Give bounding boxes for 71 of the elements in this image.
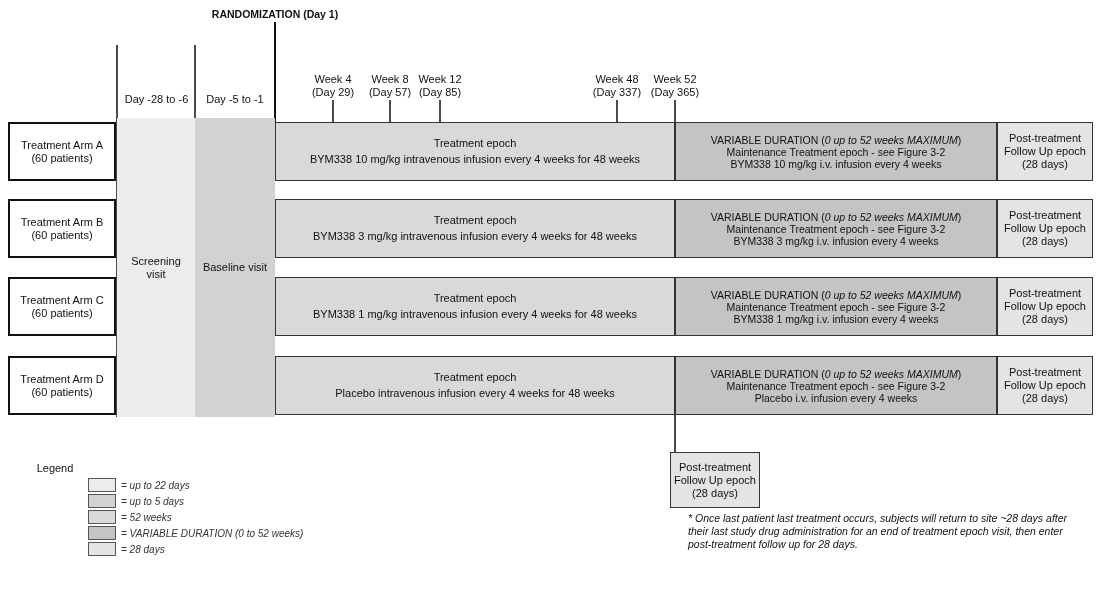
arm-box (8, 122, 116, 181)
epoch-heading: Treatment epoch (433, 214, 517, 227)
epoch-heading: VARIABLE DURATION (0 up to 52 weeks MAXIMUM) (710, 367, 962, 380)
epoch-box (275, 356, 675, 415)
epoch-box (675, 277, 997, 336)
period-label: Day -5 to -1 (205, 93, 265, 106)
legend-text: = up to 22 days (121, 479, 190, 492)
arm-box (8, 277, 116, 336)
week-label: Week 52 (Day 365) (649, 73, 701, 99)
box-text: Maintenance Treatment epoch - see Figure 3-2 (726, 379, 946, 392)
box-text: Treatment Arm B (60 patients) (19, 215, 105, 242)
epoch-heading: Treatment epoch (433, 371, 517, 384)
connector-line (616, 99, 618, 123)
box-text: Treatment Arm A (60 patients) (19, 138, 105, 165)
box-text: Placebo intravenous infusion every 4 weeks for 48 weeks (335, 387, 615, 400)
connector-line (332, 99, 334, 123)
epoch-heading: Treatment epoch (433, 137, 517, 150)
box-text: BYM338 3 mg/kg i.v. infusion every 4 weeks (733, 234, 939, 247)
epoch-box (675, 356, 997, 415)
timeline-heading: RANDOMIZATION (Day 1) (211, 7, 339, 21)
box-text: Treatment Arm C (60 patients) (19, 293, 105, 320)
box-text: Post-treatment Follow Up epoch (28 days) (1003, 287, 1087, 326)
connector-line (439, 99, 441, 123)
box-text: BYM338 10 mg/kg intravenous infusion every 4 weeks for 48 weeks (309, 153, 641, 166)
legend-text: = VARIABLE DURATION (0 to 52 weeks) (121, 527, 304, 540)
box-text: Post-treatment Follow Up epoch (28 days) (673, 460, 757, 500)
week-label: Week 8 (Day 57) (367, 73, 413, 99)
epoch-box (275, 122, 675, 181)
box-text: BYM338 1 mg/kg i.v. infusion every 4 weeks (733, 312, 939, 325)
box-text: Maintenance Treatment epoch - see Figure 3-2 (726, 145, 946, 158)
box-text: Treatment Arm D (60 patients) (19, 372, 105, 399)
epoch-box (275, 199, 675, 258)
legend-text: = 52 weeks (121, 511, 172, 524)
box-text: Post-treatment Follow Up epoch (28 days) (1003, 132, 1087, 171)
screening-band (117, 118, 195, 417)
legend-text: = up to 5 days (121, 495, 185, 508)
epoch-box (675, 122, 997, 181)
epoch-heading: VARIABLE DURATION (0 up to 52 weeks MAXIMUM) (710, 133, 962, 146)
period-label: Day -28 to -6 (123, 93, 190, 106)
epoch-box (997, 277, 1093, 336)
epoch-heading: VARIABLE DURATION (0 up to 52 weeks MAXIMUM) (710, 210, 962, 223)
legend-heading: Legend (35, 462, 75, 475)
box-text: Placebo i.v. infusion every 4 weeks (754, 391, 918, 404)
arm-box (8, 356, 116, 415)
baseline-band (195, 118, 275, 417)
epoch-heading: Treatment epoch (433, 292, 517, 305)
box-text: Screening visit (130, 254, 182, 281)
week-label: Week 48 (Day 337) (591, 73, 643, 99)
epoch-box (997, 356, 1093, 415)
epoch-box (997, 199, 1093, 258)
epoch-box (675, 199, 997, 258)
box-text: BYM338 10 mg/kg i.v. infusion every 4 weeks (730, 157, 942, 170)
box-text: Post-treatment Follow Up epoch (28 days) (1003, 366, 1087, 405)
week-label: Week 12 (Day 85) (417, 73, 463, 99)
box-text: Maintenance Treatment epoch - see Figure 3-2 (726, 300, 946, 313)
connector-line (674, 414, 676, 453)
week-label: Week 4 (Day 29) (310, 73, 356, 99)
epoch-box (997, 122, 1093, 181)
box-text: BYM338 3 mg/kg intravenous infusion every 4 weeks for 48 weeks (312, 230, 638, 243)
epoch-box (670, 452, 760, 508)
connector-line (389, 99, 391, 123)
epoch-box (275, 277, 675, 336)
connector-line (674, 99, 676, 123)
box-text: Post-treatment Follow Up epoch (28 days) (1003, 209, 1087, 248)
legend-text: = 28 days (121, 543, 165, 556)
footnote: * Once last patient last treatment occurs, subjects will return to site ~28 days after their last study drug administration for an end of treatment epoch visit, then enter post-treatment follow up for 28 days. (688, 512, 1069, 551)
epoch-heading: VARIABLE DURATION (0 up to 52 weeks MAXIMUM) (710, 288, 962, 301)
box-text: Maintenance Treatment epoch - see Figure 3-2 (726, 222, 946, 235)
arm-box (8, 199, 116, 258)
box-text: BYM338 1 mg/kg intravenous infusion every 4 weeks for 48 weeks (312, 308, 638, 321)
box-text: Baseline visit (202, 261, 268, 274)
